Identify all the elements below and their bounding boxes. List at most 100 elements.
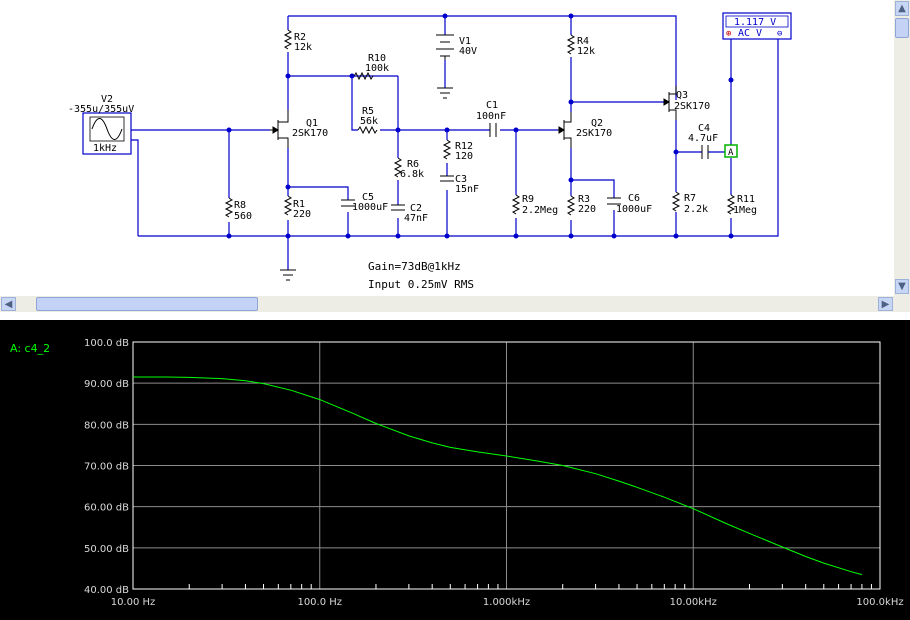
r2-resistor <box>283 29 293 50</box>
x-tick-label: 100.0 Hz <box>297 597 342 608</box>
r7-resistor <box>671 191 681 212</box>
scroll-right-button[interactable]: ▶ <box>878 297 893 311</box>
x-tick-label: 100.0kHz <box>856 597 903 608</box>
horizontal-scroll-thumb[interactable] <box>36 297 258 311</box>
r8-value: 560 <box>234 211 252 222</box>
c6-ref: C6 <box>628 193 640 204</box>
c3-capacitor <box>440 175 454 182</box>
v2-freq: 1kHz <box>93 143 117 154</box>
q3-ref: Q3 <box>676 90 688 101</box>
ground-v1 <box>437 87 453 99</box>
c1-value: 100nF <box>476 111 506 122</box>
pane-splitter[interactable] <box>0 312 910 320</box>
r3-value: 220 <box>578 204 596 215</box>
c6-value: 1000uF <box>616 204 652 215</box>
voltmeter <box>722 12 792 40</box>
r5-resistor <box>357 125 378 135</box>
r12-ref: R12 <box>455 141 473 152</box>
q2-ref: Q2 <box>591 118 603 129</box>
r8-ref: R8 <box>234 200 246 211</box>
trace-label: A: c4_2 <box>10 342 50 355</box>
parts <box>224 29 736 281</box>
schematic-canvas[interactable]: V2 -355u/355uV 1kHz R2 12k R10 100k R5 5… <box>0 0 894 296</box>
q2-value: 2SK170 <box>576 128 612 139</box>
r3-ref: R3 <box>578 194 590 205</box>
c1-capacitor <box>489 123 497 137</box>
c5-capacitor <box>341 199 355 207</box>
v2-value: -355u/355uV <box>68 104 134 115</box>
r1-resistor <box>283 195 293 216</box>
r5-ref: R5 <box>362 106 374 117</box>
x-tick-label: 1.000kHz <box>483 597 530 608</box>
c5-value: 1000uF <box>352 202 388 213</box>
r2-value: 12k <box>294 42 312 53</box>
y-tick-label: 70.00 dB <box>84 462 129 473</box>
probe-label: A <box>728 148 734 158</box>
c4-value: 4.7uF <box>688 133 718 144</box>
r7-ref: R7 <box>684 193 696 204</box>
r9-resistor <box>511 194 521 215</box>
probe-marker <box>724 144 738 158</box>
r4-ref: R4 <box>577 36 589 47</box>
voltmeter-minus: ⊖ <box>777 29 782 39</box>
voltmeter-mode: AC V <box>738 28 762 39</box>
scroll-up-button[interactable]: ▲ <box>895 1 909 16</box>
x-minor-ticks <box>188 584 872 589</box>
y-tick-label: 100.0 dB <box>84 338 129 349</box>
r6-ref: R6 <box>407 159 419 170</box>
r6-resistor <box>393 157 403 178</box>
vertical-scrollbar[interactable]: ▲ ▼ <box>894 0 910 296</box>
y-tick-label: 90.00 dB <box>84 379 129 390</box>
wires <box>130 15 779 270</box>
r10-value: 100k <box>365 63 389 74</box>
r11-ref: R11 <box>737 194 755 205</box>
y-tick-label: 50.00 dB <box>84 544 129 555</box>
v1-value: 40V <box>459 46 477 57</box>
c4-capacitor <box>701 145 709 159</box>
c1-ref: C1 <box>486 100 498 111</box>
voltmeter-reading: 1.117 V <box>734 17 776 28</box>
r9-value: 2.2Meg <box>522 205 558 216</box>
r2-ref: R2 <box>294 32 306 43</box>
scroll-down-button[interactable]: ▼ <box>895 279 909 294</box>
v1-ref: V1 <box>459 36 471 47</box>
chart-grid <box>133 342 880 589</box>
y-tick-label: 80.00 dB <box>84 420 129 431</box>
voltmeter-plus: ⊕ <box>726 29 731 39</box>
r8-resistor <box>224 197 234 218</box>
scroll-left-button[interactable]: ◀ <box>1 297 16 311</box>
c5-ref: C5 <box>362 192 374 203</box>
q1-ref: Q1 <box>306 118 318 129</box>
q3-value: 2SK170 <box>674 101 710 112</box>
r9-ref: R9 <box>522 194 534 205</box>
c3-value: 15nF <box>455 184 479 195</box>
input-note: Input 0.25mV RMS <box>368 278 474 291</box>
ground-main <box>280 269 296 281</box>
x-tick-labels: 10.00 Hz 100.0 Hz 1.000kHz 10.00kHz 100.0kHz <box>111 597 904 608</box>
q1-value: 2SK170 <box>292 128 328 139</box>
r3-resistor <box>566 195 576 216</box>
v1-battery <box>436 34 454 60</box>
c2-ref: C2 <box>410 203 422 214</box>
v2-ref: V2 <box>101 94 113 105</box>
x-tick-label: 10.00kHz <box>670 597 717 608</box>
x-tick-label: 10.00 Hz <box>111 597 156 608</box>
r1-ref: R1 <box>293 199 305 210</box>
c4-ref: C4 <box>698 123 710 134</box>
r6-value: 6.8k <box>400 169 424 180</box>
r1-value: 220 <box>293 209 311 220</box>
c2-capacitor <box>391 204 405 211</box>
horizontal-scrollbar[interactable]: ◀ ▶ <box>0 296 910 312</box>
r4-value: 12k <box>577 46 595 57</box>
r10-ref: R10 <box>368 53 386 64</box>
gain-note: Gain=73dB@1kHz <box>368 260 461 273</box>
y-tick-label: 40.00 dB <box>84 585 129 596</box>
r11-resistor <box>726 194 736 215</box>
vertical-scroll-thumb[interactable] <box>895 18 909 38</box>
r12-resistor <box>442 139 452 160</box>
series-line-c4_2 <box>133 376 863 576</box>
r4-resistor <box>566 34 576 55</box>
r11-value: 1Meg <box>733 205 757 216</box>
